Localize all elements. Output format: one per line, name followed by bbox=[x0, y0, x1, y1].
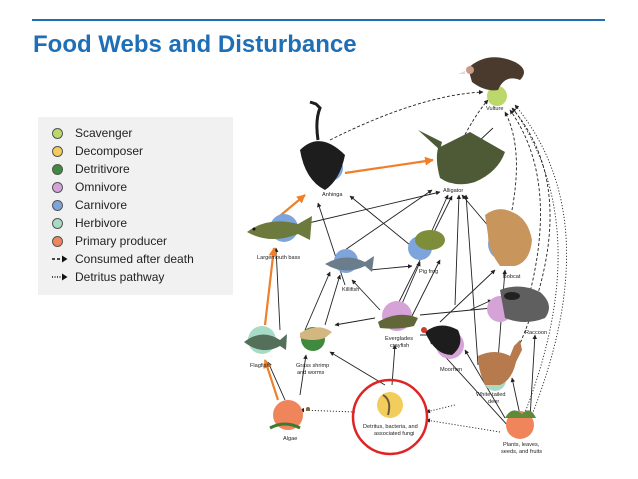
shrimp-icon bbox=[300, 327, 332, 340]
everglades-crayfish-node: Everglades crayfish bbox=[378, 301, 418, 349]
pig-frog-icon bbox=[415, 230, 445, 250]
deer-node: White-tailed deer bbox=[476, 340, 522, 405]
bass-icon bbox=[247, 216, 312, 240]
detritivore-swatch bbox=[52, 163, 63, 175]
detritus-label-1: Detritus, bacteria, and bbox=[363, 424, 418, 430]
scavenger-swatch bbox=[52, 127, 63, 139]
bobcat-icon bbox=[485, 209, 532, 266]
anhinga-label: Anhinga bbox=[322, 192, 343, 198]
legend-label: Primary producer bbox=[75, 234, 168, 248]
alligator-label: Alligator bbox=[443, 188, 463, 194]
legend-label: Scavenger bbox=[75, 126, 133, 140]
carnivore-swatch bbox=[52, 199, 63, 211]
moorhen-node: Moorhen bbox=[421, 325, 464, 373]
vulture-label: Vulture bbox=[486, 106, 504, 112]
plants-node: Plants, leaves, seeds, and fruits bbox=[501, 410, 542, 455]
grass-shrimp-label-1: Grass shrimp bbox=[296, 363, 329, 369]
herbivore-swatch bbox=[52, 217, 63, 229]
pig-frog-label: Pig frog bbox=[419, 269, 438, 275]
anhinga-icon bbox=[300, 141, 345, 190]
detritus-label-2: associated fungi bbox=[374, 431, 414, 437]
bobcat-label: Bobcat bbox=[503, 274, 521, 280]
highlighted-arrows bbox=[263, 156, 434, 401]
grass-shrimp-label-2: and worms bbox=[297, 370, 325, 376]
killifish-node: Killifish bbox=[325, 249, 374, 293]
pig-frog-node: Pig frog bbox=[408, 230, 445, 275]
legend-item-detritivore: Detritivore bbox=[52, 161, 130, 177]
legend-item-herbivore: Herbivore bbox=[52, 215, 127, 231]
decomposer-swatch bbox=[52, 145, 63, 157]
legend-item-scavenger: Scavenger bbox=[52, 125, 132, 141]
legend-label: Herbivore bbox=[75, 216, 128, 230]
alligator-node: Alligator bbox=[418, 130, 505, 194]
crayfish-label-2: crayfish bbox=[390, 343, 409, 349]
legend-item-carnivore: Carnivore bbox=[52, 197, 127, 213]
plants-label-2: seeds, and fruits bbox=[501, 449, 542, 455]
legend-item-decomposer: Decomposer bbox=[52, 143, 143, 159]
legend-label: Carnivore bbox=[75, 198, 128, 212]
deer-label-2: deer bbox=[488, 399, 499, 405]
moorhen-label: Moorhen bbox=[440, 367, 462, 373]
anhinga-node: Anhinga bbox=[300, 100, 345, 198]
omnivore-swatch bbox=[52, 181, 63, 193]
title-rule bbox=[32, 19, 605, 21]
raccoon-label: Raccoon bbox=[525, 330, 547, 336]
legend-label: Decomposer bbox=[75, 144, 144, 158]
highlight-ring bbox=[351, 378, 429, 456]
slide-title: Food Webs and Disturbance bbox=[33, 31, 357, 58]
dotted-arrow-icon bbox=[52, 272, 68, 283]
plants-icon bbox=[505, 410, 536, 418]
algae-node: Algae bbox=[269, 400, 310, 442]
crayfish-label-1: Everglades bbox=[385, 336, 413, 342]
plants-label-1: Plants, leaves, bbox=[503, 442, 540, 448]
killifish-icon bbox=[325, 256, 374, 272]
crayfish-icon bbox=[378, 314, 418, 329]
algae-label: Algae bbox=[283, 436, 297, 442]
primary-producer-swatch bbox=[52, 235, 63, 247]
alligator-icon bbox=[436, 132, 505, 185]
legend-label: Consumed after death bbox=[75, 252, 194, 266]
largemouth-bass-label: Largemouth bass bbox=[257, 255, 300, 261]
deer-icon bbox=[478, 340, 522, 385]
vulture-node: Vulture bbox=[458, 57, 524, 112]
legend-panel: Scavenger Decomposer Detritivore Omnivor… bbox=[38, 117, 233, 295]
flagfish-icon bbox=[244, 334, 287, 351]
legend-item-primary-producer: Primary producer bbox=[52, 233, 167, 249]
detritus-node: Detritus, bacteria, and associated fungi bbox=[351, 378, 429, 456]
legend-label: Detritivore bbox=[75, 162, 130, 176]
detritus-arrows bbox=[299, 89, 567, 433]
dashed-arrow-icon bbox=[52, 254, 68, 265]
legend-label: Detritus pathway bbox=[75, 270, 165, 284]
deer-label-1: White-tailed bbox=[476, 392, 506, 398]
bobcat-node: Bobcat bbox=[485, 209, 532, 280]
largemouth-bass-node: Largemouth bass bbox=[247, 214, 312, 261]
scavenger-circle bbox=[487, 86, 507, 106]
raccoon-icon bbox=[500, 286, 549, 322]
legend-label: Omnivore bbox=[75, 180, 128, 194]
moorhen-icon bbox=[425, 325, 461, 355]
legend-item-omnivore: Omnivore bbox=[52, 179, 127, 195]
flagfish-node: Flagfish bbox=[244, 326, 287, 369]
flagfish-label: Flagfish bbox=[250, 363, 270, 369]
legend-item-consumed-after-death: Consumed after death bbox=[52, 251, 194, 267]
vulture-icon bbox=[468, 57, 524, 91]
algae-icon bbox=[269, 422, 301, 430]
killifish-label: Killifish bbox=[342, 287, 359, 293]
grass-shrimp-node: Grass shrimp and worms bbox=[296, 327, 332, 376]
primary-producer-circle bbox=[273, 400, 303, 430]
raccoon-node: Raccoon bbox=[487, 286, 549, 336]
fungi-icon bbox=[382, 394, 391, 416]
legend-item-detritus-pathway: Detritus pathway bbox=[52, 269, 164, 285]
